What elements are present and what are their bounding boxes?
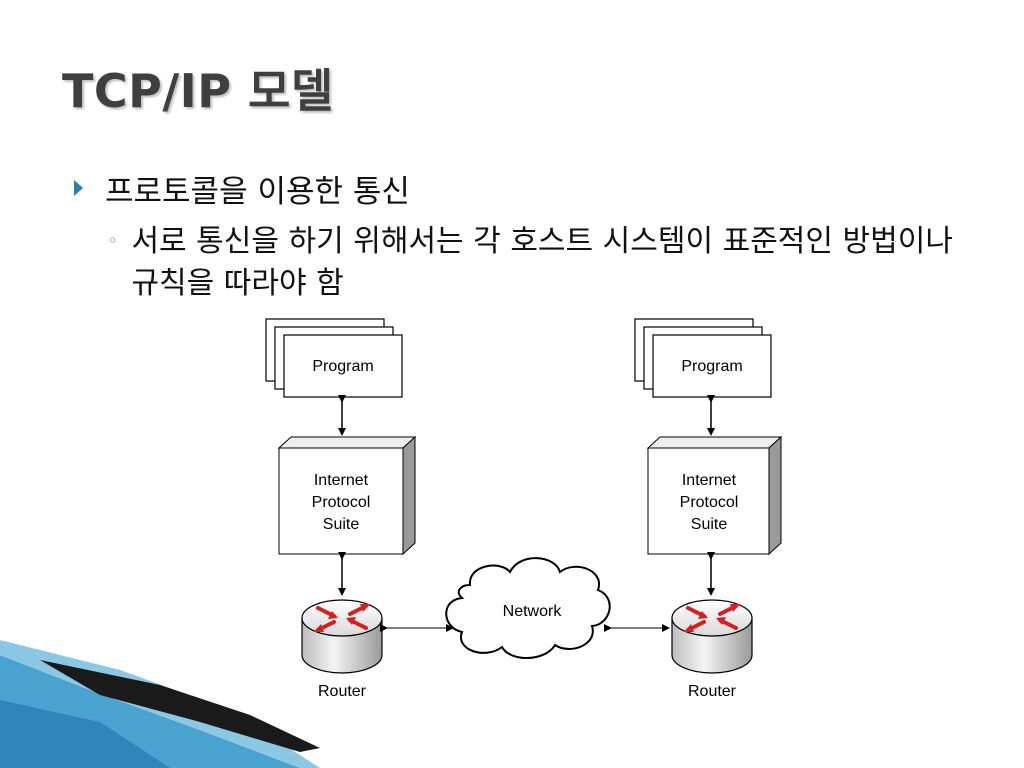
triangle-bullet-icon (74, 180, 83, 196)
router-label: Router (318, 683, 367, 700)
suite-label-line: Internet (682, 472, 737, 489)
bullet-level-1: 프로토콜을 이용한 통신 (74, 166, 410, 211)
program-stack-icon (265, 318, 403, 398)
suite-label-line: Suite (323, 516, 360, 533)
program-stack-icon (634, 318, 772, 398)
program-label: Program (312, 358, 373, 375)
deep-blue-swoosh (0, 700, 170, 768)
circle-bullet-icon: ◦ (108, 231, 118, 250)
right-host: Program Internet Protocol Suite (634, 318, 783, 700)
suite-label-line: Suite (691, 516, 728, 533)
protocol-suite-box (646, 435, 783, 556)
bullet-text: 서로 통신을 하기 위해서는 각 호스트 시스템이 표준적인 방법이나 규칙을 … (131, 224, 953, 301)
network-cloud-icon (445, 557, 611, 659)
suite-label-line: Internet (314, 472, 369, 489)
program-label: Program (681, 358, 742, 375)
bullet-level-2: ◦ 서로 통신을 하기 위해서는 각 호스트 시스템이 표준적인 방법이나 규칙… (108, 221, 988, 305)
left-host: Program Internet Protocol Suite (265, 318, 417, 700)
router-icon (671, 599, 753, 674)
suite-label-line: Protocol (312, 494, 371, 511)
protocol-suite-box (277, 435, 417, 556)
router-label: Router (688, 683, 737, 700)
bullet-text: 프로토콜을 이용한 통신 (105, 174, 410, 210)
dark-swoosh (40, 660, 320, 752)
slide-title: TCP/IP 모델 (62, 64, 334, 118)
router-icon (301, 599, 383, 674)
network-label: Network (503, 603, 563, 620)
suite-label-line: Protocol (680, 494, 739, 511)
